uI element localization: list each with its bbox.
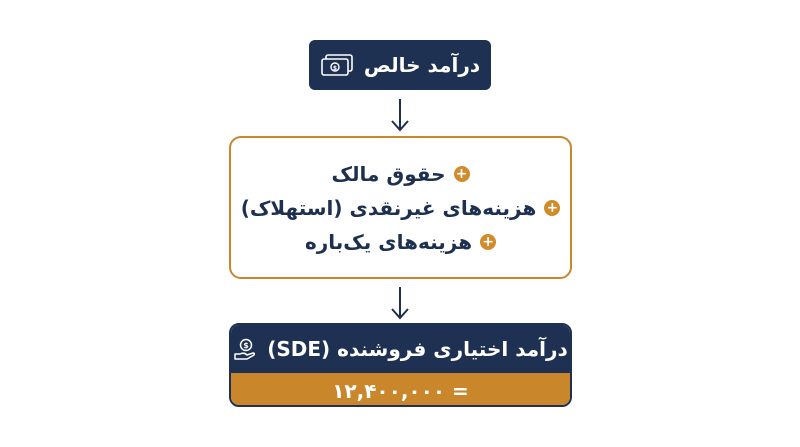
plus-icon: + (453, 165, 470, 182)
down-arrow-icon (391, 99, 409, 132)
adjustment-label: حقوق مالک (331, 161, 446, 186)
svg-text:$: $ (333, 65, 337, 72)
adjustment-label: هزینه‌های غیرنقدی (استهلاک) (240, 195, 537, 220)
adjustment-item: + هزینه‌های غیرنقدی (استهلاک) (241, 196, 561, 220)
net-income-box: درآمد خالص $ (309, 40, 491, 90)
money-bills-icon: $ (320, 53, 354, 77)
adjustment-item: + حقوق مالک (331, 161, 470, 186)
svg-text:$: $ (243, 341, 249, 350)
plus-icon: + (544, 199, 561, 216)
sde-result-box: درآمد اختیاری فروشنده (SDE) $ = ۱۲,۴۰۰,۰… (229, 323, 572, 407)
down-arrow-icon (391, 287, 409, 320)
net-income-label: درآمد خالص (363, 53, 481, 77)
plus-icon: + (480, 233, 497, 250)
sde-header: درآمد اختیاری فروشنده (SDE) $ (231, 325, 570, 373)
adjustments-box: + حقوق مالک + هزینه‌های غیرنقدی (استهلاک… (229, 136, 572, 279)
sde-value: = ۱۲,۴۰۰,۰۰۰ (231, 373, 570, 405)
adjustment-item: + هزینه‌های یک‌باره (304, 229, 497, 254)
adjustment-label: هزینه‌های یک‌باره (304, 229, 473, 254)
hand-dollar-icon: $ (233, 337, 257, 361)
sde-label: درآمد اختیاری فروشنده (SDE) (267, 337, 568, 361)
